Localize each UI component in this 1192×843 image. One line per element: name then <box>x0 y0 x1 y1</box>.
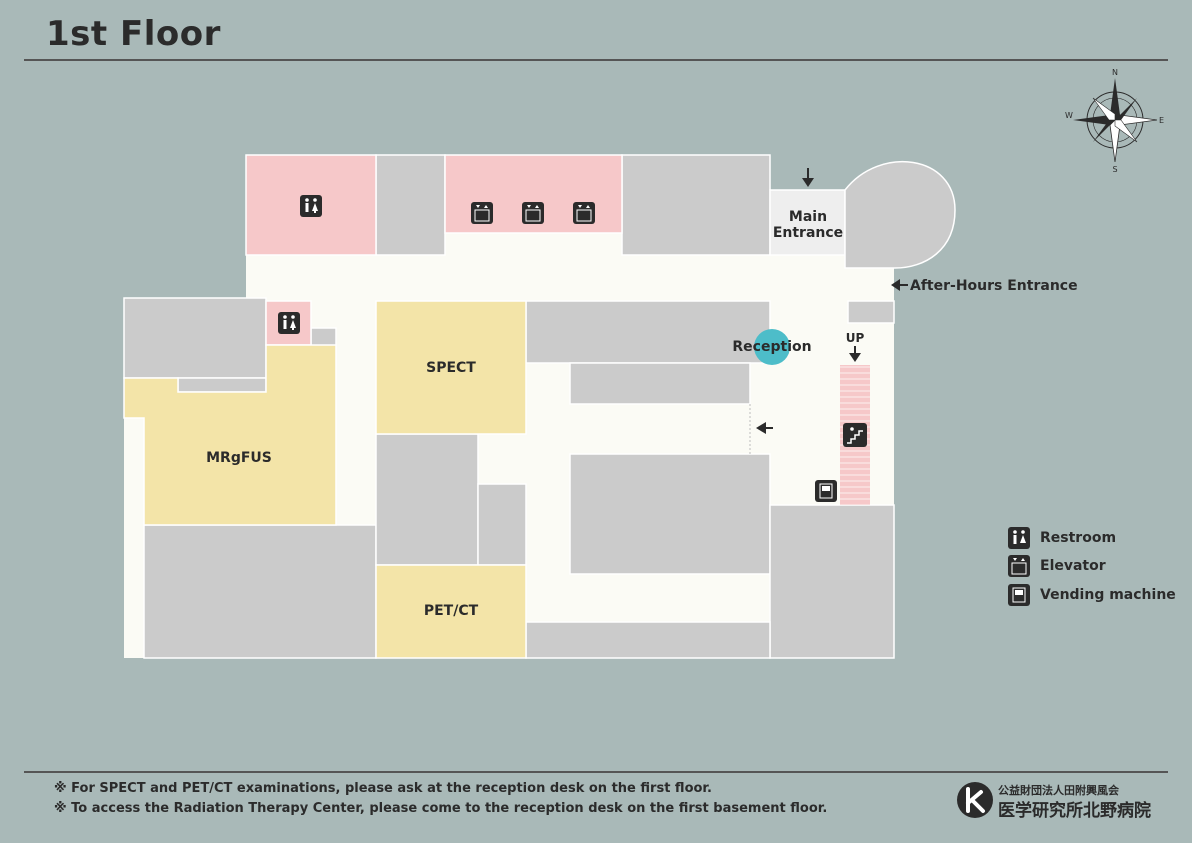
room-block <box>477 483 527 566</box>
restroom-icon <box>1008 527 1030 549</box>
arrow-left-icon <box>756 422 773 434</box>
legend-item-elevator: Elevator <box>1008 555 1106 577</box>
room-block <box>375 154 446 256</box>
compass-s: S <box>1112 165 1117 174</box>
elevator-icon <box>471 202 493 224</box>
hospital-logo-icon <box>957 782 993 818</box>
label-main-entrance-2: Entrance <box>773 225 843 241</box>
compass-n: N <box>1112 68 1118 77</box>
main-entrance <box>769 189 846 256</box>
room-block <box>569 453 771 575</box>
title-divider <box>24 59 1168 61</box>
restroom-icon <box>278 312 300 334</box>
room-block <box>569 362 751 405</box>
label-after-hours: After-Hours Entrance <box>910 278 1078 294</box>
restroom-icon <box>300 195 322 217</box>
label-up: UP <box>846 331 865 345</box>
vending-machine-icon <box>815 480 837 502</box>
label-mrgfus: MRgFUS <box>206 450 272 466</box>
reception-marker <box>754 329 790 365</box>
room-block <box>143 524 377 659</box>
footer-divider <box>24 771 1168 773</box>
compass-w: W <box>1065 111 1073 120</box>
vending-machine-icon <box>1008 584 1030 606</box>
compass-e: E <box>1159 116 1164 125</box>
legend-item-restroom: Restroom <box>1008 527 1116 549</box>
footnote: ※ For SPECT and PET/CT examinations, ple… <box>54 781 712 796</box>
arrow-left-icon <box>891 279 908 291</box>
room-block <box>847 300 895 324</box>
legend-item-vending-machine: Vending machine <box>1008 584 1176 606</box>
room-petct <box>375 564 527 659</box>
page-title: 1st Floor <box>46 14 221 54</box>
room-mrgfus <box>123 344 337 526</box>
compass-rose-icon: N S E W <box>1065 68 1164 174</box>
round-hall <box>844 160 956 269</box>
room-block <box>525 621 771 659</box>
logo-foundation-name: 公益財団法人田附興風会 <box>998 784 1119 797</box>
logo-hospital-name: 医学研究所北野病院 <box>998 801 1151 821</box>
room-block <box>621 154 771 256</box>
elevator-icon <box>573 202 595 224</box>
legend-label: Vending machine <box>1040 587 1176 603</box>
room-block <box>123 297 267 379</box>
elevator-icon <box>1008 555 1030 577</box>
label-petct: PET/CT <box>424 603 479 619</box>
elevator-icon <box>522 202 544 224</box>
stairs-icon <box>843 423 867 447</box>
arrow-down-icon <box>802 168 814 187</box>
arrow-down-icon <box>849 346 861 362</box>
legend-label: Elevator <box>1040 558 1106 574</box>
label-main-entrance-1: Main <box>789 209 827 225</box>
room-block <box>177 377 267 393</box>
label-reception: Reception <box>732 339 811 355</box>
room-block <box>769 504 895 659</box>
room-spect <box>375 300 527 435</box>
label-spect: SPECT <box>426 360 476 376</box>
footnote: ※ To access the Radiation Therapy Center… <box>54 801 828 816</box>
room-block <box>375 433 479 566</box>
legend-label: Restroom <box>1040 530 1117 546</box>
